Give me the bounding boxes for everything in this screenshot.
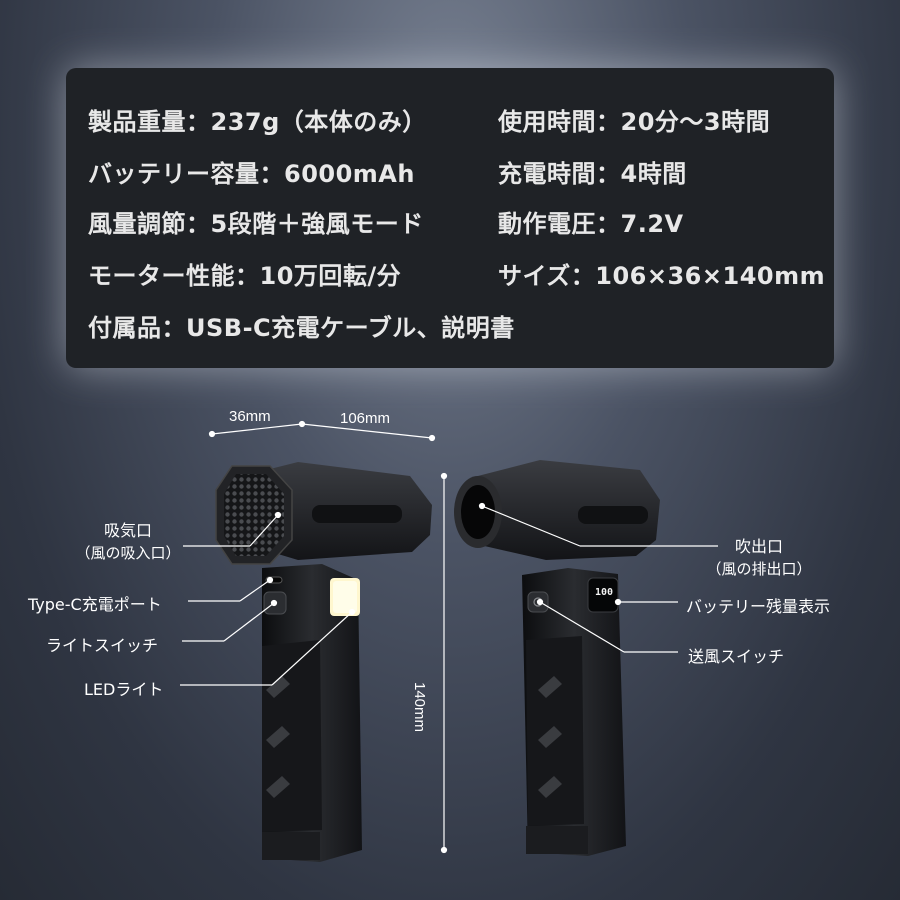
leader-lines — [180, 502, 718, 686]
spec-size: サイズ：106×36×140mm — [498, 262, 826, 290]
led-light-label: LEDライト — [84, 680, 164, 699]
battery-display-label: バッテリー残量表示 — [686, 597, 831, 616]
left-device — [215, 462, 432, 862]
fan-switch-label: 送風スイッチ — [688, 647, 785, 666]
intake-label: 吸気口 （風の吸入口） — [70, 520, 186, 564]
spec-usage-time: 使用時間：20分～3時間 — [498, 108, 771, 136]
spec-panel: 製品重量：237g（本体のみ） 使用時間：20分～3時間 バッテリー容量：600… — [66, 68, 834, 368]
dim-length-label: 106mm — [340, 410, 391, 427]
spec-charge-time: 充電時間：4時間 — [498, 160, 687, 188]
type-c-port-label: Type-C充電ポート — [28, 595, 162, 614]
battery-readout: 100 — [594, 587, 614, 598]
outlet-label-main: 吹出口 — [734, 537, 783, 556]
outlet-label-sub: （風の排出口） — [706, 560, 812, 578]
spec-airflow: 風量調節：5段階＋強風モード — [88, 210, 424, 238]
dim-height-label: 140mm — [411, 682, 428, 733]
spec-accessories: 付属品：USB-C充電ケーブル、説明書 — [88, 314, 515, 342]
outlet-label: 吹出口 （風の排出口） — [700, 536, 818, 580]
right-device — [454, 460, 660, 856]
intake-label-sub: （風の吸入口） — [75, 544, 181, 562]
intake-label-main: 吸気口 — [103, 521, 152, 540]
dimension-lines — [208, 420, 448, 854]
spec-battery: バッテリー容量：6000mAh — [88, 160, 415, 188]
spec-voltage: 動作電圧：7.2V — [498, 210, 684, 238]
spec-weight: 製品重量：237g（本体のみ） — [88, 108, 427, 136]
light-switch-label: ライトスイッチ — [46, 636, 159, 655]
spec-motor: モーター性能：10万回転/分 — [88, 262, 402, 290]
dim-width-label: 36mm — [229, 408, 271, 425]
